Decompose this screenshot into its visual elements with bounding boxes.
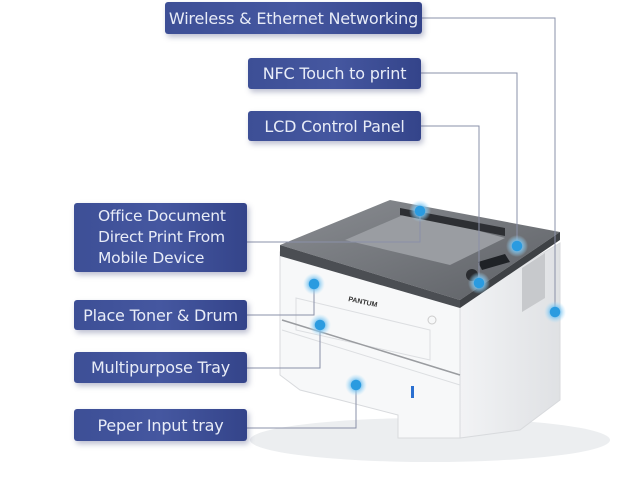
callout-label: Place Toner & Drum — [83, 305, 238, 325]
hotspot-lcd-dot — [468, 272, 490, 294]
callout-multipurpose-tray: Multipurpose Tray — [74, 352, 247, 383]
callout-label: Peper Input tray — [97, 415, 224, 435]
callout-office-direct-print: Office Document Direct Print From Mobile… — [74, 203, 247, 272]
hotspot-wireless-dot — [544, 301, 566, 323]
callout-toner-drum: Place Toner & Drum — [74, 300, 247, 330]
callout-label: Multipurpose Tray — [90, 358, 231, 377]
paper-level-indicator — [411, 386, 414, 398]
toner-door — [295, 297, 431, 361]
callout-label: Wireless & Ethernet Networking — [168, 8, 419, 28]
side-vent — [522, 253, 545, 312]
nfc-mark — [427, 315, 437, 325]
leader-line-input — [247, 385, 357, 429]
hotspot-nfc-dot — [506, 235, 528, 257]
tray-seam-2 — [281, 329, 461, 386]
callout-label-line-3: Mobile Device — [98, 249, 205, 267]
callout-wireless-networking: Wireless & Ethernet Networking — [165, 2, 422, 34]
output-tray — [345, 212, 505, 265]
callout-label: NFC Touch to print — [262, 64, 407, 83]
callout-input-tray: Peper Input tray — [74, 409, 247, 441]
printer-top-edge — [280, 245, 460, 308]
callout-nfc: NFC Touch to print — [248, 58, 421, 89]
hotspot-multipurpose-dot — [309, 314, 331, 336]
leader-line-wireless — [422, 17, 556, 312]
callout-label-line-2: Direct Print From — [98, 228, 225, 246]
hotspot-input-dot — [345, 374, 367, 396]
hotspot-toner-dot — [303, 273, 325, 295]
callout-label-line-1: Office Document — [98, 207, 226, 225]
callout-label: LCD Control Panel — [264, 116, 405, 136]
hotspot-office-dot — [409, 200, 431, 222]
leader-line-lcd — [421, 125, 480, 283]
leader-line-multipurpose — [247, 325, 321, 369]
lcd-screen — [478, 254, 510, 270]
leader-line-nfc — [421, 72, 518, 246]
callout-lcd-panel: LCD Control Panel — [248, 111, 421, 141]
